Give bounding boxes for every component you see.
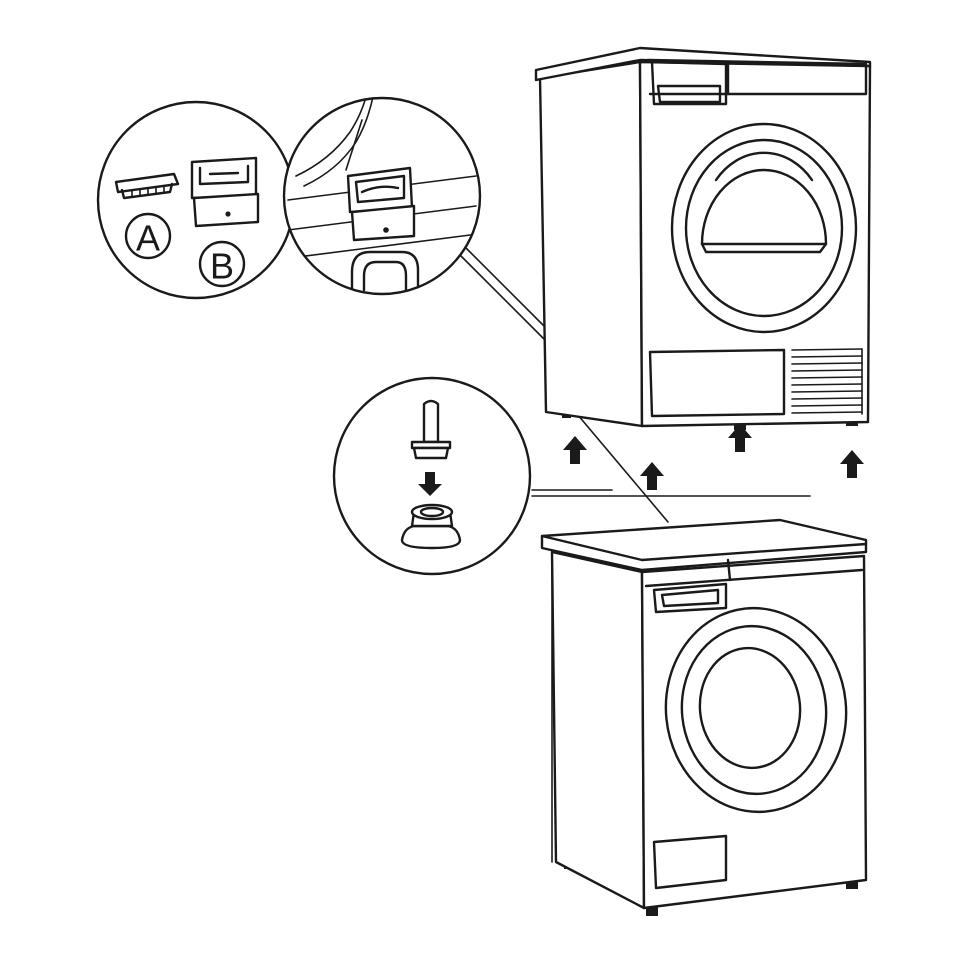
washer-door-frame: [674, 619, 835, 801]
washing-machine: [542, 520, 866, 916]
detergent-drawer: [654, 584, 726, 612]
washer-foot: [646, 906, 658, 916]
dryer-door-glass: [702, 170, 826, 244]
dryer-control-panel: [648, 60, 866, 94]
dryer-top: [536, 48, 870, 80]
lift-arrows: [563, 424, 864, 490]
washer-top: [542, 520, 866, 570]
drawer-handle: [662, 590, 718, 606]
down-arrow-icon: [418, 472, 442, 496]
foot-cup-callout: [334, 378, 530, 574]
installed-bracket: [352, 206, 414, 240]
part-b-label: B: [210, 246, 234, 287]
dryer-side-panel: [540, 62, 642, 426]
washer-service-flap: [654, 836, 726, 888]
washer-door-glass: [694, 643, 806, 773]
up-arrow-icon: [840, 450, 864, 478]
washer-door-outer-ring: [656, 599, 856, 821]
dryer-door-frame: [686, 140, 842, 316]
dryer-door-outer-ring: [672, 124, 856, 332]
dryer-foot: [734, 422, 746, 430]
up-arrow-icon: [563, 436, 587, 464]
vent-grille: [792, 349, 862, 414]
adjustable-foot: [412, 401, 450, 458]
water-container-handle: [658, 86, 720, 102]
part-a-badge: [126, 214, 170, 258]
part-a-clip: [116, 174, 178, 198]
washer-foot: [846, 880, 858, 889]
bracket-detail-callout: [284, 90, 480, 294]
parts-callout: A B: [98, 102, 294, 298]
part-a-label: A: [136, 218, 160, 259]
rubber-cup: [402, 505, 460, 548]
dryer-drum-lip: [702, 244, 826, 252]
dryer-drum-edge: [716, 153, 812, 180]
water-container-drawer: [652, 62, 726, 104]
up-arrow-icon: [728, 424, 752, 452]
part-b-bracket: [192, 158, 258, 226]
tumble-dryer: [536, 48, 870, 430]
washer-side-panel: [552, 552, 644, 908]
up-arrow-icon: [640, 462, 664, 490]
dryer-service-flap: [650, 350, 784, 416]
part-b-badge: [200, 242, 244, 286]
leader-lines: [460, 248, 810, 522]
